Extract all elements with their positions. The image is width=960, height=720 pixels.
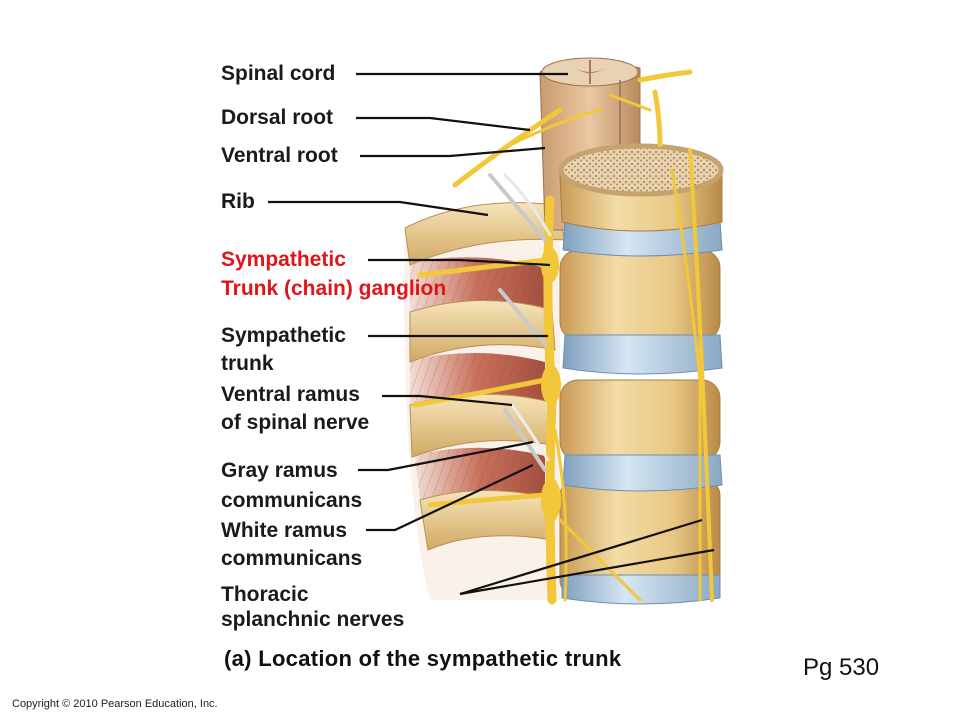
label-ventral-ramus-line1: Ventral ramus	[221, 383, 360, 406]
label-rib: Rib	[221, 190, 255, 213]
leader-gray-ramus	[358, 440, 534, 472]
vertebral-column	[558, 143, 724, 605]
label-thoracic-line2: splanchnic nerves	[221, 608, 405, 631]
figure-caption: (a) Location of the sympathetic trunk	[224, 646, 622, 671]
label-ventral-ramus-line2: of spinal nerve	[221, 411, 370, 434]
leader-lines	[268, 72, 715, 596]
label-spinal-cord: Spinal cord	[221, 62, 336, 85]
label-gray-ramus-line1: Gray ramus	[221, 459, 338, 482]
leader-ventral-ramus	[382, 394, 513, 407]
label-dorsal-root: Dorsal root	[221, 106, 334, 129]
leader-thoracic-2	[459, 548, 715, 596]
leader-sympathetic-ganglion	[368, 258, 551, 267]
leader-white-ramus	[366, 464, 534, 532]
label-sympathetic-trunk-line2: trunk	[221, 352, 274, 375]
leader-rib	[268, 200, 489, 217]
label-white-ramus-line1: White ramus	[221, 519, 348, 542]
page-reference: Pg 530	[803, 654, 880, 681]
leader-ventral-root	[360, 146, 546, 158]
label-thoracic-line1: Thoracic	[221, 583, 309, 606]
label-gray-ramus-line2: communicans	[221, 489, 363, 512]
label-sympathetic-ganglion-line1: Sympathetic	[221, 248, 346, 271]
label-sympathetic-ganglion-line2: Trunk (chain) ganglion	[221, 277, 447, 300]
copyright-notice: Copyright © 2010 Pearson Education, Inc.	[12, 698, 218, 710]
label-white-ramus-line2: communicans	[221, 547, 363, 570]
label-ventral-root: Ventral root	[221, 144, 338, 167]
label-sympathetic-trunk-line1: Sympathetic	[221, 324, 346, 347]
leader-dorsal-root	[356, 116, 531, 132]
leader-thoracic-1	[459, 518, 703, 596]
rami-communicantes	[488, 173, 552, 472]
